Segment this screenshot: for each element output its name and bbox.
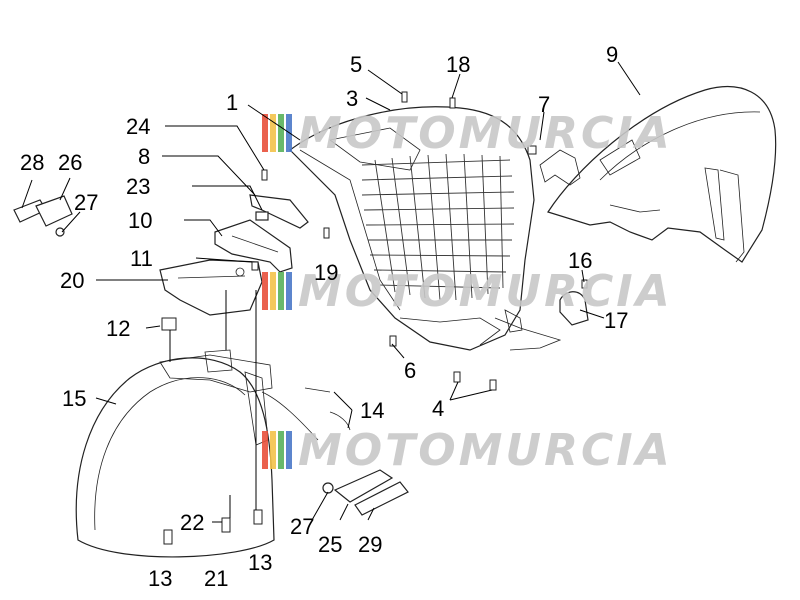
label-part-28: 28 (20, 150, 44, 175)
label-part-8: 8 (138, 144, 150, 169)
label-part-29: 29 (358, 532, 382, 557)
label-part-4: 4 (432, 396, 444, 421)
watermark-text-2: MOTOMURCIA (298, 266, 673, 317)
label-part-20: 20 (60, 268, 84, 293)
leader-lines (21, 61, 641, 523)
cable-clips-part (304, 387, 351, 431)
label-part-16: 16 (568, 248, 592, 273)
clip-part-17 (559, 291, 589, 326)
label-part-21: 21 (204, 566, 228, 591)
label-part-19: 19 (314, 260, 338, 285)
part-labels: 1 3 4 5 6 7 8 9 10 11 12 13 13 14 15 16 … (20, 42, 628, 591)
inner-grille-panel (289, 106, 562, 351)
label-part-7: 7 (538, 92, 550, 117)
label-part-10: 10 (128, 208, 152, 233)
label-part-22: 22 (180, 510, 204, 535)
rubber-pads-left (13, 195, 73, 237)
rear-mudguard-part (539, 86, 777, 263)
label-part-14: 14 (360, 398, 384, 423)
label-part-12: 12 (106, 316, 130, 341)
label-part-24: 24 (126, 114, 150, 139)
label-part-13-right: 13 (248, 550, 272, 575)
watermark-text-3: MOTOMURCIA (298, 425, 673, 476)
screws (161, 91, 588, 545)
plate-bracket-part (159, 259, 263, 316)
grille-mesh (361, 153, 515, 301)
label-part-27-bottom: 27 (290, 514, 314, 539)
label-part-25: 25 (318, 532, 342, 557)
label-part-18: 18 (446, 52, 470, 77)
label-part-3: 3 (346, 86, 358, 111)
reflector-parts-bottom (322, 469, 409, 516)
label-part-26: 26 (58, 150, 82, 175)
small-bracket-part (249, 194, 309, 229)
label-part-13-left: 13 (148, 566, 172, 591)
label-part-27-left: 27 (74, 190, 98, 215)
label-part-1: 1 (226, 90, 238, 115)
label-part-6: 6 (404, 358, 416, 383)
label-part-5: 5 (350, 52, 362, 77)
label-part-9: 9 (606, 42, 618, 67)
label-part-15: 15 (62, 386, 86, 411)
watermark-text-1: MOTOMURCIA (298, 108, 673, 159)
label-part-11: 11 (130, 246, 153, 271)
label-part-23: 23 (126, 174, 150, 199)
label-part-17: 17 (604, 308, 628, 333)
watermark-logo: MOTOMURCIA MOTOMURCIA MOTOMURCIA (262, 108, 673, 476)
